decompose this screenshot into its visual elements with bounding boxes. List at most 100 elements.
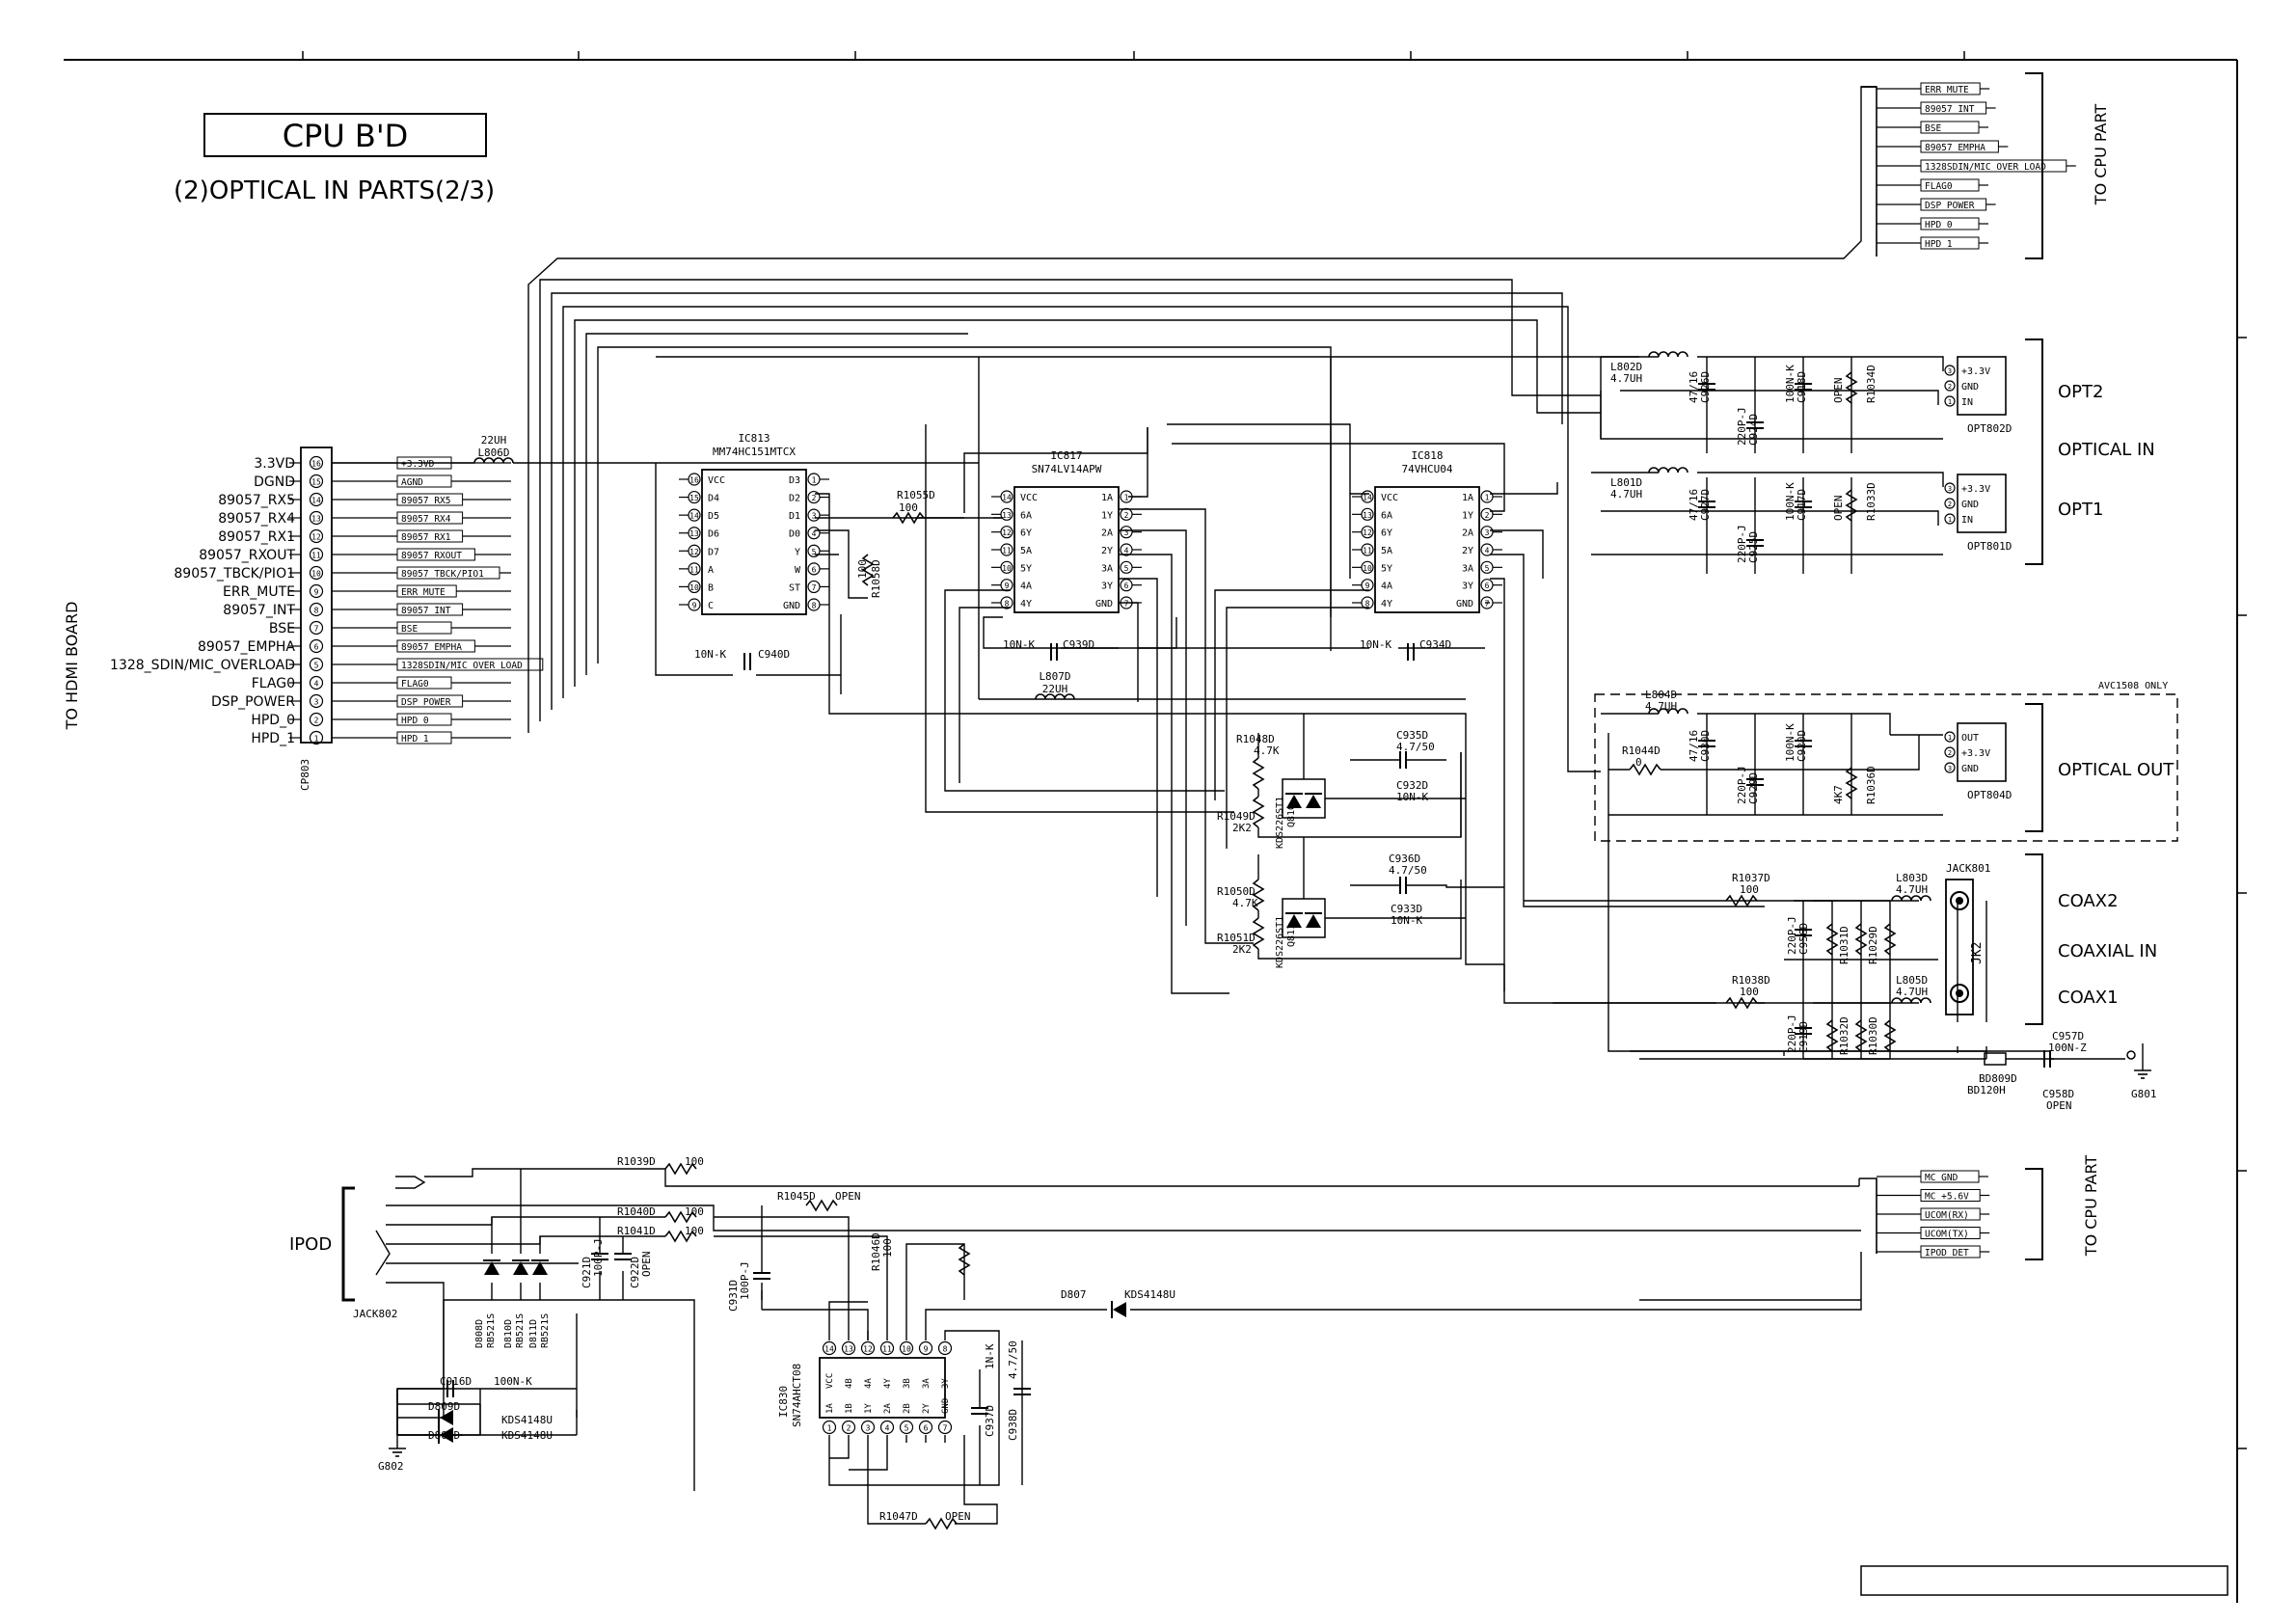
opt2-caps — [1706, 357, 1852, 815]
cp803-net-tag — [396, 493, 464, 506]
ic830-pin-number: 10 — [902, 1345, 911, 1354]
svg-text:C922D: C922D — [629, 1257, 641, 1288]
ic-pin-name: D2 — [789, 494, 800, 504]
ic-pin-number: 15 — [689, 494, 699, 502]
svg-text:100: 100 — [685, 1205, 704, 1218]
ic-pin-number: 2 — [1124, 511, 1129, 520]
ic-pin-name: D1 — [789, 511, 800, 522]
svg-text:KDS226ST1: KDS226ST1 — [1275, 797, 1285, 849]
ic-pin-name: 3Y — [1101, 582, 1113, 592]
svg-text:R1048D: R1048D — [1236, 733, 1275, 745]
opt-pin — [1944, 380, 1956, 392]
svg-text:C926D: C926D — [1699, 371, 1712, 403]
svg-text:L803D: L803D — [1896, 872, 1928, 884]
svg-text:100: 100 — [685, 1155, 704, 1168]
cp803-pin-number: 10 — [311, 570, 321, 579]
svg-text:R1058D: R1058D — [870, 559, 882, 598]
ic-pin-name: GND — [1456, 599, 1473, 609]
opt-pin-name: GND — [1961, 764, 1979, 774]
svg-text:R1029D: R1029D — [1867, 926, 1879, 964]
transistor-wiring — [1257, 714, 1504, 960]
ic-pin-number: 1 — [1124, 494, 1129, 502]
ic830-pin — [899, 1420, 914, 1435]
cp803-pin-number: 2 — [314, 717, 319, 725]
cp803-ref: CP803 — [299, 759, 311, 791]
svg-text:R1037D: R1037D — [1732, 872, 1770, 884]
ic-pin-name: D4 — [708, 494, 719, 504]
coax1-label: COAX1 — [2058, 988, 2119, 1008]
svg-text:RB521S: RB521S — [486, 1313, 497, 1348]
ic830-pin — [841, 1420, 856, 1435]
svg-text:4.7UH: 4.7UH — [1896, 883, 1928, 896]
ic830-pin-number: 12 — [863, 1345, 873, 1354]
svg-text:10N-K: 10N-K — [1391, 914, 1422, 927]
ic817-part: SN74LV14APW — [1032, 463, 1102, 475]
ic-pin-name: 5A — [1020, 546, 1032, 556]
svg-text:L807D: L807D — [1039, 670, 1070, 683]
cp803-pin-8 — [309, 602, 324, 617]
opt-pin-number: 1 — [1948, 398, 1952, 406]
svg-text:OPEN: OPEN — [945, 1510, 971, 1523]
l807: L807D 22UH — [1035, 670, 1075, 700]
ic818-part: 74VHCU04 — [1402, 463, 1453, 475]
svg-text:D808D: D808D — [474, 1319, 485, 1348]
cp803-net-tag-label: 89057_INT — [401, 606, 451, 616]
svg-text:100: 100 — [899, 501, 918, 514]
cp803-net-tag — [396, 511, 464, 525]
ic830-pin-number: 5 — [905, 1424, 909, 1433]
ic-pin-number: 4 — [1124, 547, 1129, 555]
net-tag-label: 1328SDIN/MIC_OVER_LOAD — [1925, 162, 2046, 173]
svg-text:KDS4148U: KDS4148U — [1124, 1288, 1175, 1301]
cp803-pin-label: 89057_TBCK/PIO1 — [174, 566, 295, 582]
ic-pin-number: 8 — [1005, 600, 1010, 609]
ic-pin-name: VCC — [1020, 493, 1038, 503]
svg-text:R1032D: R1032D — [1838, 1016, 1850, 1055]
r1044: R1044D 0 — [1622, 744, 1661, 775]
opt-pin — [1944, 762, 1956, 773]
svg-text:D811D: D811D — [528, 1319, 539, 1348]
ic-pin-name: 2A — [1462, 528, 1473, 539]
cp803-pin-label: HPD_1 — [251, 731, 295, 746]
c933: C933D 10N-K — [1391, 903, 1422, 927]
cp803-net-tag-label: HPD_0 — [401, 716, 429, 726]
ic-pin-number: 9 — [1005, 582, 1010, 590]
cp803-net-tag — [396, 584, 457, 598]
svg-text:Q810: Q810 — [1286, 804, 1297, 827]
svg-text:10N-K: 10N-K — [1360, 638, 1391, 651]
ic830-pin-name: 2B — [903, 1403, 912, 1414]
cp803-pin-15 — [309, 474, 324, 489]
net-tag-label: MC_+5.6V — [1925, 1192, 1969, 1203]
ic-pin-number: 8 — [1365, 600, 1370, 609]
svg-text:JK2: JK2 — [1970, 942, 1985, 964]
ic830-pin-name: 1A — [825, 1403, 835, 1414]
ic830-pin-name: 2A — [883, 1403, 893, 1414]
ic830-pin-number: 14 — [824, 1345, 834, 1354]
cp803-pin-label: 89057_INT — [223, 603, 295, 618]
cp803-net-tag — [396, 529, 464, 543]
svg-text:22UH: 22UH — [1042, 683, 1068, 695]
cp803-net-tag — [396, 658, 544, 671]
cp803-pin-6 — [309, 638, 324, 654]
svg-text:47/16: 47/16 — [1688, 371, 1700, 403]
svg-text:D807: D807 — [1061, 1288, 1087, 1301]
net-tag-label: BSE — [1925, 123, 1941, 134]
ic-pin-number: 2 — [1485, 511, 1490, 520]
net-tag-label: HPD_1 — [1925, 239, 1953, 250]
ic-pin-number: 13 — [1363, 511, 1372, 520]
opt-pin-number: 1 — [1948, 516, 1952, 524]
svg-text:R1046D: R1046D — [870, 1232, 882, 1271]
svg-text:L802D: L802D — [1610, 361, 1642, 373]
svg-text:C958D: C958D — [2042, 1088, 2074, 1100]
cp803-pin-12 — [309, 528, 324, 544]
opt-pin-name: IN — [1961, 515, 1973, 526]
cp803-pin-3 — [309, 693, 324, 709]
ic-pin-number: 1 — [812, 476, 817, 485]
ic-pin-name: D0 — [789, 529, 800, 540]
ic830-pin-name: GND — [941, 1398, 951, 1414]
cp803-net-tag — [396, 621, 452, 635]
cp803-pin-label: 89057_RX4 — [218, 511, 295, 527]
